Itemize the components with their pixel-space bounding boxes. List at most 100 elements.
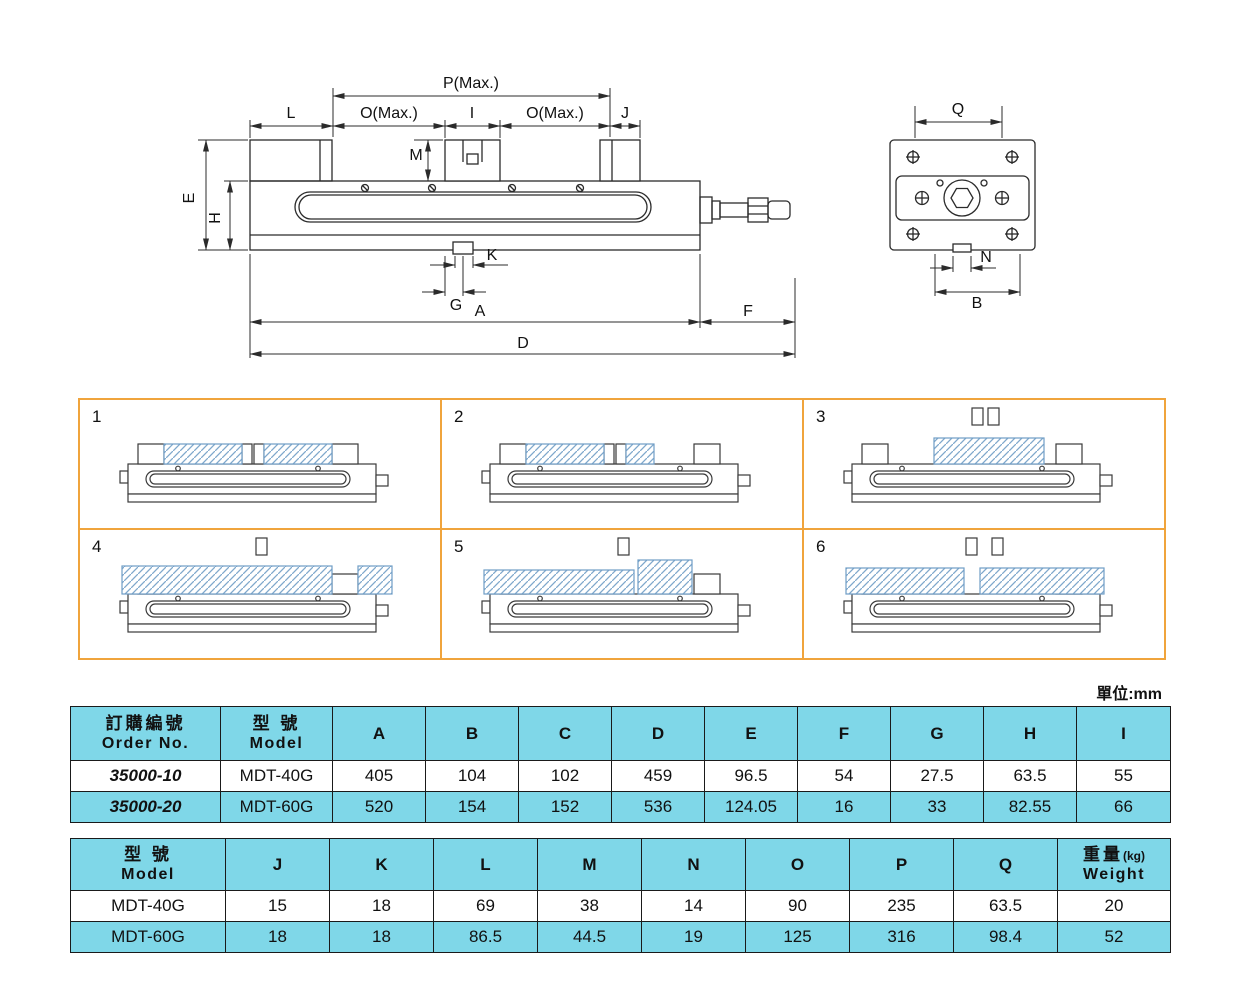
header-line: Weight <box>1082 866 1146 884</box>
dim-label-q: Q <box>952 101 964 118</box>
workpiece-hatched <box>845 567 1105 595</box>
center-mechanism <box>895 175 1030 221</box>
header-weight: 重量(kg) Weight <box>1057 838 1171 891</box>
table-row-mdt60g: 35000-20 MDT-60G 520 154 152 536 124.05 … <box>70 791 1171 823</box>
table-cell: 152 <box>518 791 612 823</box>
header-col-e: E <box>704 706 798 761</box>
dim-label-a: A <box>475 303 486 320</box>
table-cell: 154 <box>425 791 519 823</box>
header-line: Model <box>121 866 175 884</box>
header-line: Model <box>249 735 304 753</box>
table-cell: 125 <box>745 921 850 953</box>
table-cell: 96.5 <box>704 760 798 792</box>
header-col-j: J <box>225 838 330 891</box>
header-line: 型 號 <box>252 713 301 733</box>
header-col-h: H <box>983 706 1077 761</box>
table-cell: 38 <box>537 890 642 922</box>
table2-header-row: 型 號 Model J K L M N O P Q 重量(kg) Weight <box>70 838 1171 891</box>
header-col-n: N <box>641 838 746 891</box>
dim-label-o-left: O(Max.) <box>360 105 418 122</box>
table-cell: 66 <box>1076 791 1171 823</box>
header-col-q: Q <box>953 838 1058 891</box>
table-cell: 14 <box>641 890 746 922</box>
dim-label-d: D <box>517 335 529 352</box>
table-row-mdt40g: 35000-10 MDT-40G 405 104 102 459 96.5 54… <box>70 760 1171 792</box>
config-box-4: 4 <box>80 530 440 658</box>
table-cell: 124.05 <box>704 791 798 823</box>
config-drawing-4 <box>119 537 393 633</box>
workpiece-hatched <box>933 437 1045 465</box>
table-cell: 104 <box>425 760 519 792</box>
dim-label-m: M <box>409 147 422 164</box>
model-cell: MDT-60G <box>220 791 333 823</box>
table-cell: 63.5 <box>953 890 1058 922</box>
table-cell: 82.55 <box>983 791 1077 823</box>
config-number-3: 3 <box>816 407 826 426</box>
table-cell: 20 <box>1057 890 1171 922</box>
table-cell: 316 <box>849 921 954 953</box>
header-col-b: B <box>425 706 519 761</box>
order-no-cell: 35000-20 <box>70 791 221 823</box>
dim-label-g: G <box>450 297 462 314</box>
table-cell: 459 <box>611 760 705 792</box>
table-cell: 63.5 <box>983 760 1077 792</box>
spec-table-dimensions-j-q: 型 號 Model J K L M N O P Q 重量(kg) Weight … <box>70 838 1171 953</box>
model-cell: MDT-60G <box>70 921 226 953</box>
lead-screw <box>699 196 791 224</box>
table-cell: 54 <box>797 760 891 792</box>
header-col-o: O <box>745 838 850 891</box>
header-order-no: 訂購編號 Order No. <box>70 706 221 761</box>
config-drawing-2 <box>481 443 751 503</box>
table-cell: 18 <box>329 890 434 922</box>
dim-label-l: L <box>287 105 296 122</box>
table-row-mdt60g: MDT-60G 18 18 86.5 44.5 19 125 316 98.4 … <box>70 921 1171 953</box>
config-drawing-1 <box>119 443 389 503</box>
table-cell: 86.5 <box>433 921 538 953</box>
table-cell: 27.5 <box>890 760 984 792</box>
dim-label-b: B <box>972 295 983 312</box>
header-col-a: A <box>332 706 426 761</box>
config-box-6: 6 <box>804 530 1164 658</box>
workpiece-hatched <box>121 565 393 595</box>
weight-label: 重量 <box>1083 844 1123 864</box>
table-cell: 33 <box>890 791 984 823</box>
table-cell: 19 <box>641 921 746 953</box>
table-cell: 90 <box>745 890 850 922</box>
config-number-1: 1 <box>92 407 102 426</box>
table-cell: 18 <box>225 921 330 953</box>
order-no-cell: 35000-10 <box>70 760 221 792</box>
corner-bolts <box>906 150 1019 241</box>
dimension-labels: P(Max.) L O(Max.) I O(Max.) J M E H K G … <box>181 75 992 352</box>
config-number-4: 4 <box>92 537 102 556</box>
workpiece-hatched <box>483 559 693 595</box>
workpiece-hatched <box>163 443 333 465</box>
config-drawing-6 <box>843 537 1113 633</box>
table-cell: 52 <box>1057 921 1171 953</box>
jaw-insert-icon <box>255 537 268 556</box>
clamping-configurations: 1 2 3 <box>78 398 1166 660</box>
header-col-i: I <box>1076 706 1171 761</box>
table-cell: 98.4 <box>953 921 1058 953</box>
dim-label-e: E <box>181 193 198 204</box>
header-col-g: G <box>890 706 984 761</box>
side-view-body <box>249 139 791 255</box>
table-cell: 536 <box>611 791 705 823</box>
jaw-insert-icon <box>971 407 1000 426</box>
table-cell: 102 <box>518 760 612 792</box>
header-col-k: K <box>329 838 434 891</box>
model-cell: MDT-40G <box>70 890 226 922</box>
config-box-1: 1 <box>80 400 440 528</box>
header-col-m: M <box>537 838 642 891</box>
header-model: 型 號 Model <box>70 838 226 891</box>
table-cell: 44.5 <box>537 921 642 953</box>
dim-label-k: K <box>487 247 498 264</box>
table-cell: 16 <box>797 791 891 823</box>
header-model: 型 號 Model <box>220 706 333 761</box>
workpiece-hatched <box>525 443 655 465</box>
spec-table-dimensions-a-i: 訂購編號 Order No. 型 號 Model A B C D E F G H… <box>70 706 1171 823</box>
table-row-mdt40g: MDT-40G 15 18 69 38 14 90 235 63.5 20 <box>70 890 1171 922</box>
header-line: Order No. <box>101 735 190 753</box>
header-col-p: P <box>849 838 954 891</box>
config-box-3: 3 <box>804 400 1164 528</box>
